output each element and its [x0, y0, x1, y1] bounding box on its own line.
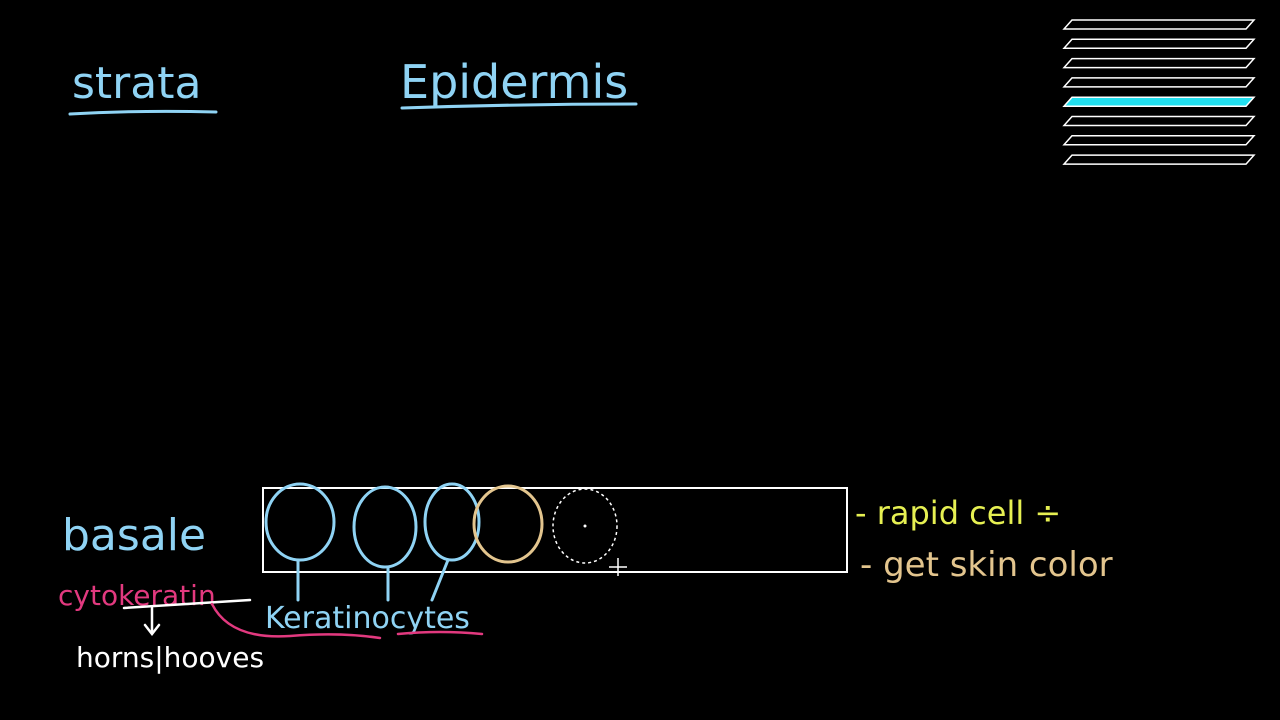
basale-layer-box	[262, 487, 848, 573]
layer-stack-slice	[1062, 19, 1256, 30]
eraser-cursor-dot	[583, 524, 587, 528]
cytokeratin-link-curve	[210, 602, 382, 640]
keratinocytes-underline	[396, 630, 484, 636]
heading-strata-underline	[68, 109, 218, 116]
eraser-cursor-circle	[552, 488, 618, 564]
keratinocyte-pointer-lines	[296, 558, 450, 602]
keratinocyte-cell-1	[264, 482, 336, 562]
layer-name-basale: basale	[62, 510, 206, 561]
cytokeratin-underline	[122, 598, 252, 610]
layer-stack-slice	[1062, 135, 1256, 146]
layer-stack-slice	[1062, 154, 1256, 165]
heading-strata: strata	[72, 58, 201, 109]
keratinocyte-cell-3	[423, 482, 481, 562]
note-skin-color: - get skin color	[860, 545, 1113, 585]
label-horns-hooves: horns|hooves	[76, 641, 264, 674]
layer-stack-slice	[1062, 77, 1256, 88]
down-arrow-icon	[143, 606, 161, 637]
layer-stack-slice	[1062, 57, 1256, 69]
crosshair-cursor-icon	[609, 558, 627, 576]
note-rapid-cell-division: - rapid cell ÷	[855, 494, 1061, 532]
heading-epidermis-underline	[400, 102, 638, 110]
keratinocyte-cell-2	[352, 485, 418, 569]
layer-stack-slice	[1062, 115, 1256, 127]
label-keratinocytes: Keratinocytes	[265, 601, 470, 636]
layer-stack-slice	[1062, 38, 1256, 50]
layer-stack-icon	[1062, 19, 1256, 165]
heading-epidermis: Epidermis	[400, 55, 628, 109]
layer-stack-slice-highlighted	[1062, 96, 1256, 107]
melanocyte-cell	[472, 484, 544, 564]
